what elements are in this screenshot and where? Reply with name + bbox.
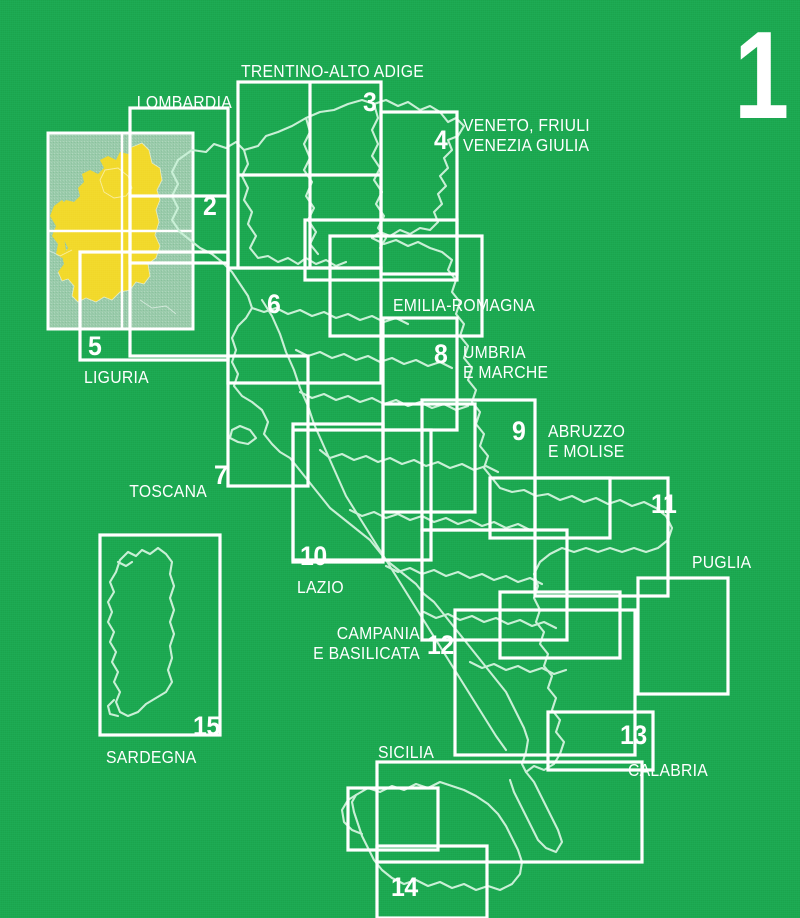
sheet-box-6 <box>226 266 383 385</box>
sheet-box-13 <box>546 710 655 772</box>
sheet-box-7 <box>226 354 310 488</box>
sheet-number-2[interactable]: 2 <box>203 191 217 221</box>
sheet-number-5[interactable]: 5 <box>88 331 102 361</box>
sheet-box-12 <box>420 528 569 642</box>
sheet-number-10[interactable]: 10 <box>300 541 327 571</box>
region-label-line: SICILIA <box>378 742 435 762</box>
sheet-box-11b <box>636 576 730 696</box>
region-label-line: CAMPANIA <box>336 623 420 643</box>
region-label-line: E BASILICATA <box>313 642 420 663</box>
region-label-line: TRENTINO-ALTO ADIGE <box>241 61 425 81</box>
region-label-line: LAZIO <box>297 577 344 597</box>
region-label-line: VENEZIA GIULIA <box>463 134 590 155</box>
region-label-sardegna: SARDEGNA <box>106 747 197 768</box>
region-label-line: ABRUZZO <box>548 421 626 441</box>
sheet-number-11[interactable]: 11 <box>651 489 677 519</box>
piemonte-inset-panel <box>46 131 195 331</box>
region-label-emilia-romagna: EMILIA-ROMAGNA <box>393 295 536 316</box>
region-label-line: CALABRIA <box>628 760 709 780</box>
region-label-toscana: TOSCANA <box>21 481 207 502</box>
sheet-number-13[interactable]: 13 <box>620 720 647 750</box>
sheet-number-12[interactable]: 12 <box>427 630 454 660</box>
sheet-grid-boxes <box>78 80 730 918</box>
sheet-box-15 <box>98 533 222 737</box>
region-label-lazio: LAZIO <box>297 577 344 598</box>
region-label-sicilia: SICILIA <box>378 742 435 763</box>
sheet-number-9[interactable]: 9 <box>512 416 526 446</box>
region-label-line: E MOLISE <box>548 440 625 461</box>
sheet-box-14b <box>346 786 440 852</box>
region-label-line: EMILIA-ROMAGNA <box>393 295 536 315</box>
sheet-box-14 <box>375 760 644 864</box>
inset-grid-lines <box>48 133 193 329</box>
sheet-box-14c <box>375 844 489 918</box>
sheet-number-7[interactable]: 7 <box>214 460 228 490</box>
region-label-line: E MARCHE <box>463 361 549 382</box>
sheet-number-15[interactable]: 15 <box>193 711 220 741</box>
sheet-box-2 <box>128 106 230 265</box>
sheet-number-14[interactable]: 14 <box>391 872 418 902</box>
sheet-box-10 <box>291 428 433 562</box>
region-label-calabria: CALABRIA <box>628 760 709 781</box>
sheet-number-4[interactable]: 4 <box>434 125 448 155</box>
sheet-box-4 <box>379 110 459 276</box>
sheet-number-8[interactable]: 8 <box>434 339 448 369</box>
region-label-puglia: PUGLIA <box>692 552 752 573</box>
region-label-trentino-alto-adige: TRENTINO-ALTO ADIGE <box>241 61 425 82</box>
sheet-number-3[interactable]: 3 <box>363 87 377 117</box>
region-label-line: LIGURIA <box>84 367 149 387</box>
sheet-box-13b <box>498 590 622 660</box>
sheet-box-6b <box>328 234 484 338</box>
sheet-number-6[interactable]: 6 <box>267 289 281 319</box>
region-label-line: SARDEGNA <box>106 747 197 767</box>
region-label-lombardia: LOMBARDIA <box>23 92 232 113</box>
region-label-line: PUGLIA <box>692 552 752 572</box>
cover-number: 1 <box>734 7 789 145</box>
region-label-liguria: LIGURIA <box>84 367 149 388</box>
region-label-line: UMBRIA <box>463 342 526 362</box>
region-label-line: VENETO, FRIULI <box>463 115 590 135</box>
sheet-box-8b <box>381 402 477 514</box>
region-label-line: TOSCANA <box>129 481 207 501</box>
region-label-line: LOMBARDIA <box>136 92 232 112</box>
sheet-box-11 <box>533 476 670 598</box>
sheet-box-12b <box>453 608 637 757</box>
